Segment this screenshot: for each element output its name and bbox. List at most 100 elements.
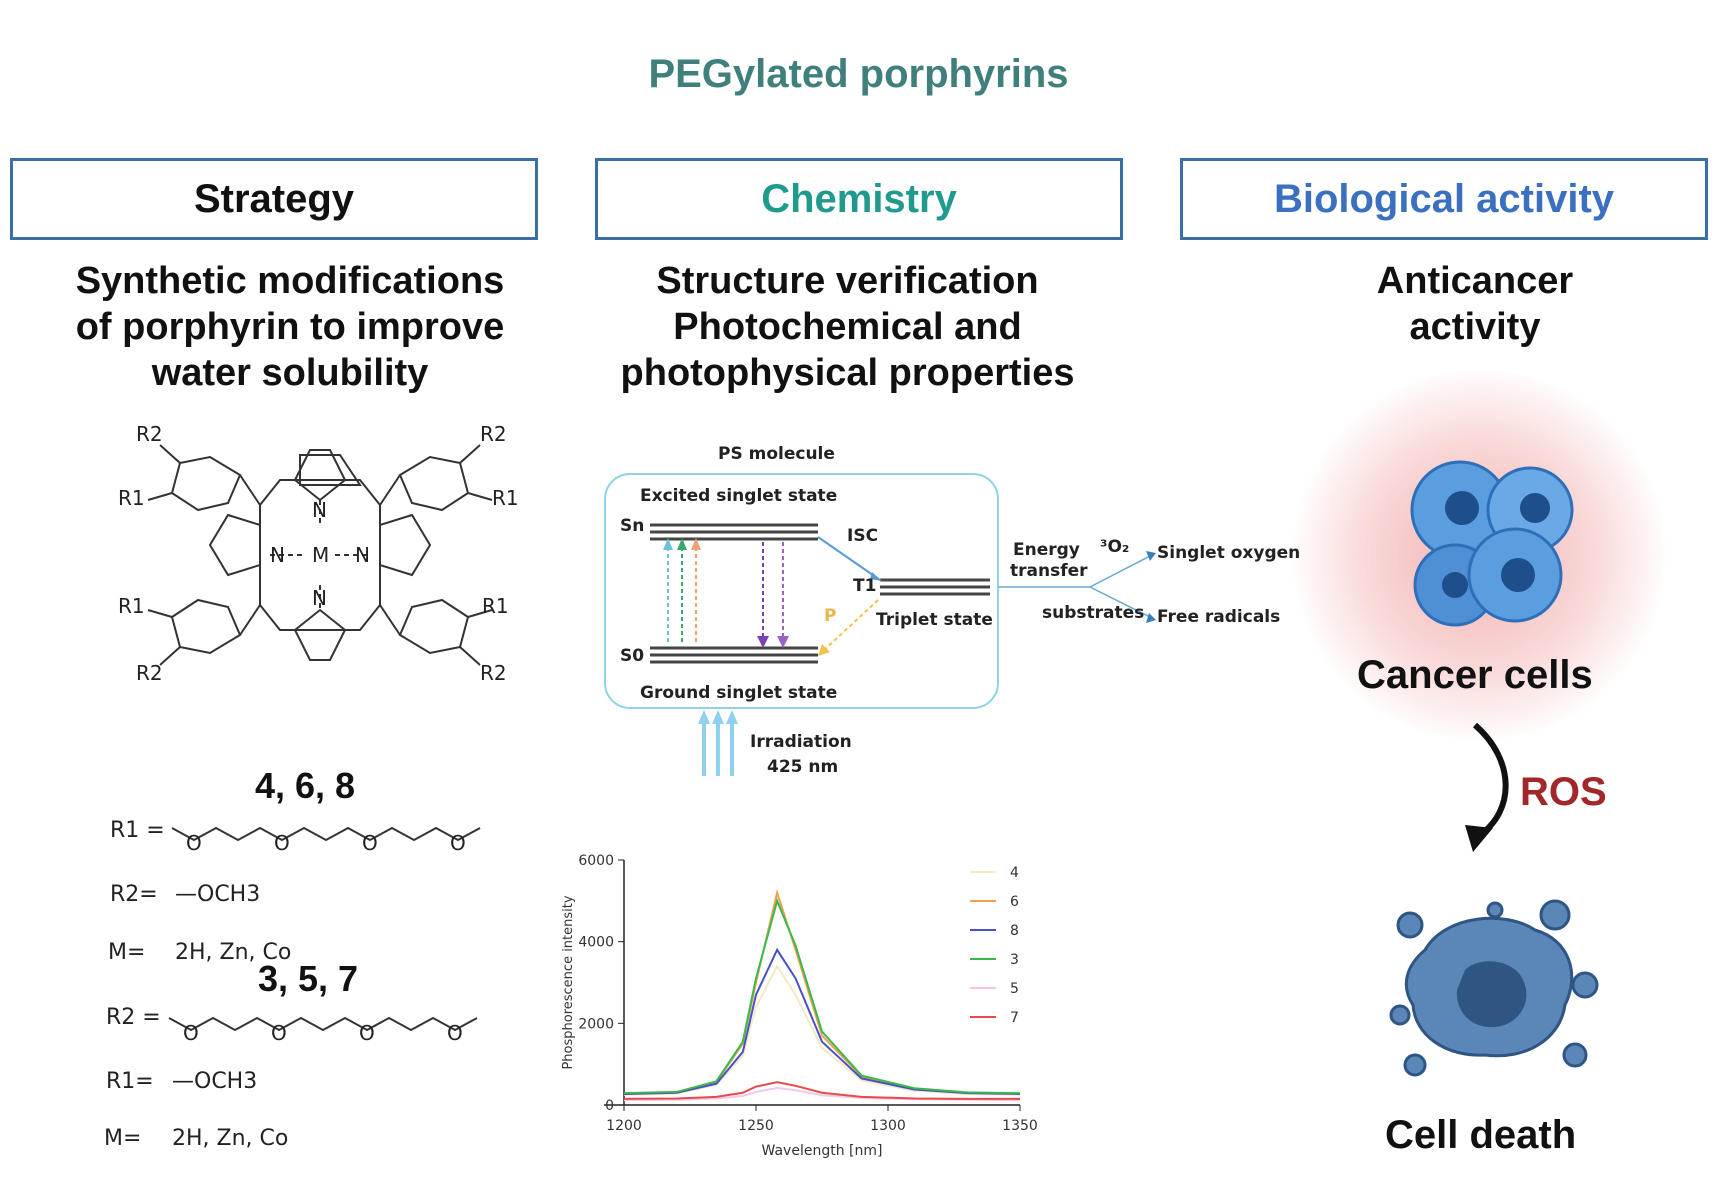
r1-label-tl: R1 xyxy=(118,486,145,510)
y-tick-label: 0 xyxy=(605,1098,614,1114)
ros-label: ROS xyxy=(1520,770,1607,814)
strategy-subtitle: Synthetic modifications of porphyrin to … xyxy=(40,258,540,396)
transfer-label: transfer xyxy=(1010,561,1088,581)
chemistry-sub-line3: photophysical properties xyxy=(620,352,1075,394)
series-a-label: 4, 6, 8 xyxy=(255,765,356,806)
legend-label-7: 7 xyxy=(1010,1010,1019,1026)
strategy-sub-line3: water solubility xyxy=(151,352,429,394)
ground-state-label: Ground singlet state xyxy=(640,683,838,703)
triplet-oxygen-label: ³O₂ xyxy=(1100,537,1130,557)
series-b-label: 3, 5, 7 xyxy=(258,958,359,999)
peg-oxygen: O xyxy=(362,831,378,855)
peg-oxygen: O xyxy=(447,1021,463,1045)
header-chemistry: Chemistry xyxy=(595,158,1123,240)
x-tick-label: 1200 xyxy=(606,1118,642,1134)
n-bottom-label: N xyxy=(312,586,327,610)
s0-label: S0 xyxy=(620,646,645,666)
series-line-3 xyxy=(623,897,1021,1095)
series-a-r1-label: R1 = xyxy=(110,818,165,843)
peg-oxygen: O xyxy=(183,1021,199,1045)
series-b-r1-label: R1= xyxy=(106,1069,154,1094)
cancer-cells-label: Cancer cells xyxy=(1357,653,1593,697)
series-b-m-value: 2H, Zn, Co xyxy=(172,1126,289,1151)
chemistry-sub-line1: Structure verification xyxy=(656,260,1039,302)
y-tick-label: 2000 xyxy=(578,1016,614,1032)
n-right-label: N xyxy=(355,543,370,567)
y-tick-label: 6000 xyxy=(578,853,614,869)
jablonski-box xyxy=(604,473,999,709)
r1-label-br: R1 xyxy=(482,594,509,618)
excited-state-label: Excited singlet state xyxy=(640,486,838,506)
x-axis-title: Wavelength [nm] xyxy=(762,1143,883,1159)
chemistry-subtitle: Structure verification Photochemical and… xyxy=(600,258,1095,396)
series-b-m-label: M= xyxy=(104,1126,142,1151)
x-tick-label: 1300 xyxy=(870,1118,906,1134)
cell-death-label: Cell death xyxy=(1385,1113,1577,1157)
isc-label: ISC xyxy=(847,526,879,546)
legend-label-4: 4 xyxy=(1010,865,1019,881)
header-biology-label: Biological activity xyxy=(1273,176,1615,221)
ros-arrow-icon xyxy=(1465,722,1509,852)
triplet-state-label: Triplet state xyxy=(876,610,993,630)
header-biology: Biological activity xyxy=(1180,158,1708,240)
legend-label-3: 3 xyxy=(1010,952,1019,968)
wavelength-425-label: 425 nm xyxy=(767,757,839,777)
n-left-label: N xyxy=(270,543,285,567)
legend-label-6: 6 xyxy=(1010,894,1019,910)
legend-label-5: 5 xyxy=(1010,981,1019,997)
r2-label-br: R2 xyxy=(480,661,507,685)
series-a-m-value: 2H, Zn, Co xyxy=(175,940,292,965)
t1-label: T1 xyxy=(853,576,877,596)
r1-label-bl: R1 xyxy=(118,594,145,618)
series-a-r2-label: R2= xyxy=(110,882,158,907)
r2-label-tl: R2 xyxy=(136,422,163,446)
series-a-peg-chain: O O O O xyxy=(171,826,481,855)
x-tick-label: 1350 xyxy=(1002,1118,1038,1134)
series-a-r2-value: —OCH3 xyxy=(175,882,261,907)
p-label: P xyxy=(824,606,837,626)
legend-label-8: 8 xyxy=(1010,923,1019,939)
metal-label: M xyxy=(312,543,329,567)
peg-oxygen: O xyxy=(450,831,466,855)
peg-oxygen: O xyxy=(359,1021,375,1045)
ps-molecule-label: PS molecule xyxy=(718,444,835,464)
r2-label-bl: R2 xyxy=(136,661,163,685)
y-tick-label: 4000 xyxy=(578,935,614,951)
strategy-sub-line2: of porphyrin to improve xyxy=(75,306,505,348)
biology-sub-line2: activity xyxy=(1409,306,1541,348)
peg-oxygen: O xyxy=(271,1021,287,1045)
singlet-oxygen-label: Singlet oxygen xyxy=(1157,543,1301,563)
phosphorescence-chart: 0 2000 4000 6000 1200 1250 1300 1350Wavelength … xyxy=(561,853,1038,1159)
peg-oxygen: O xyxy=(274,831,290,855)
series-a-m-label: M= xyxy=(108,940,146,965)
r2-label-tr: R2 xyxy=(480,422,507,446)
biology-subtitle: Anticancer activity xyxy=(1320,258,1630,350)
main-title: PEGylated porphyrins xyxy=(648,52,1069,96)
n-top-label: N xyxy=(312,498,327,522)
energy-label: Energy xyxy=(1013,540,1080,560)
porphyrin-structure: R2 R1 R2 R1 R1 R2 R1 R2 N N N N M xyxy=(118,422,519,685)
r1-label-tr: R1 xyxy=(492,486,519,510)
biology-sub-line1: Anticancer xyxy=(1376,260,1574,302)
y-axis-title: Phosphorescence intensity xyxy=(561,895,576,1069)
cell-death-icon xyxy=(1389,899,1599,1077)
substrates-label: substrates xyxy=(1042,603,1145,623)
series-b-peg-chain: O O O O xyxy=(168,1016,478,1045)
free-radicals-label: Free radicals xyxy=(1157,607,1281,627)
series-line-6 xyxy=(623,888,1021,1095)
chemistry-sub-line2: Photochemical and xyxy=(673,306,1022,348)
series-b-r1-value: —OCH3 xyxy=(172,1069,258,1094)
cancer-cells-icon xyxy=(1410,460,1574,627)
header-strategy: Strategy xyxy=(10,158,538,240)
series-line-8 xyxy=(623,947,1021,1095)
irradiation-label: Irradiation xyxy=(750,732,852,752)
x-tick-label: 1250 xyxy=(738,1118,774,1134)
header-strategy-label: Strategy xyxy=(193,176,355,221)
series-b-r2-label: R2 = xyxy=(106,1005,161,1030)
peg-oxygen: O xyxy=(186,831,202,855)
jablonski-graphics xyxy=(650,523,1156,776)
header-chemistry-label: Chemistry xyxy=(761,176,957,221)
sn-label: Sn xyxy=(620,516,645,536)
strategy-sub-line1: Synthetic modifications xyxy=(75,260,505,302)
series-line-7 xyxy=(623,1081,1020,1100)
